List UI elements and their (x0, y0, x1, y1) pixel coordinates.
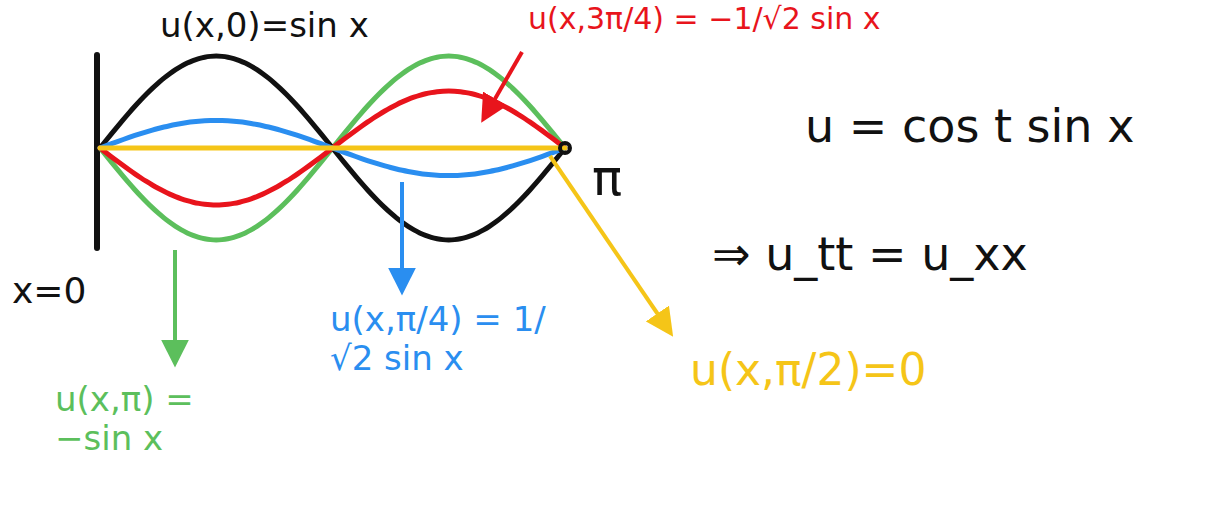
wave-curve (100, 56, 565, 240)
curve-label: u(x,π/2)=0 (690, 345, 926, 396)
equation: u = cos t sin x (805, 100, 1134, 153)
wave-curve (100, 91, 565, 205)
boundary-label: π (592, 150, 622, 208)
curve-label: u(x,π/4) = 1/√2 sin x (330, 300, 570, 378)
curve-label: u(x,3π/4) = −1/√2 sin x (528, 2, 881, 37)
wave-curve (100, 120, 565, 175)
leader-line (484, 52, 522, 118)
leader-line (400, 182, 404, 290)
curve-label: u(x,π) = −sin x (55, 380, 245, 458)
leader-line (173, 250, 177, 362)
left-wall (94, 55, 100, 248)
wave-curve (100, 146, 565, 151)
right-end (560, 143, 570, 153)
wave-curves (100, 56, 565, 240)
wave-curve (100, 56, 565, 240)
curve-label: u(x,0)=sin x (160, 6, 369, 45)
boundary-label: x=0 (12, 270, 86, 311)
equation: ⇒ u_tt = u_xx (712, 228, 1028, 281)
